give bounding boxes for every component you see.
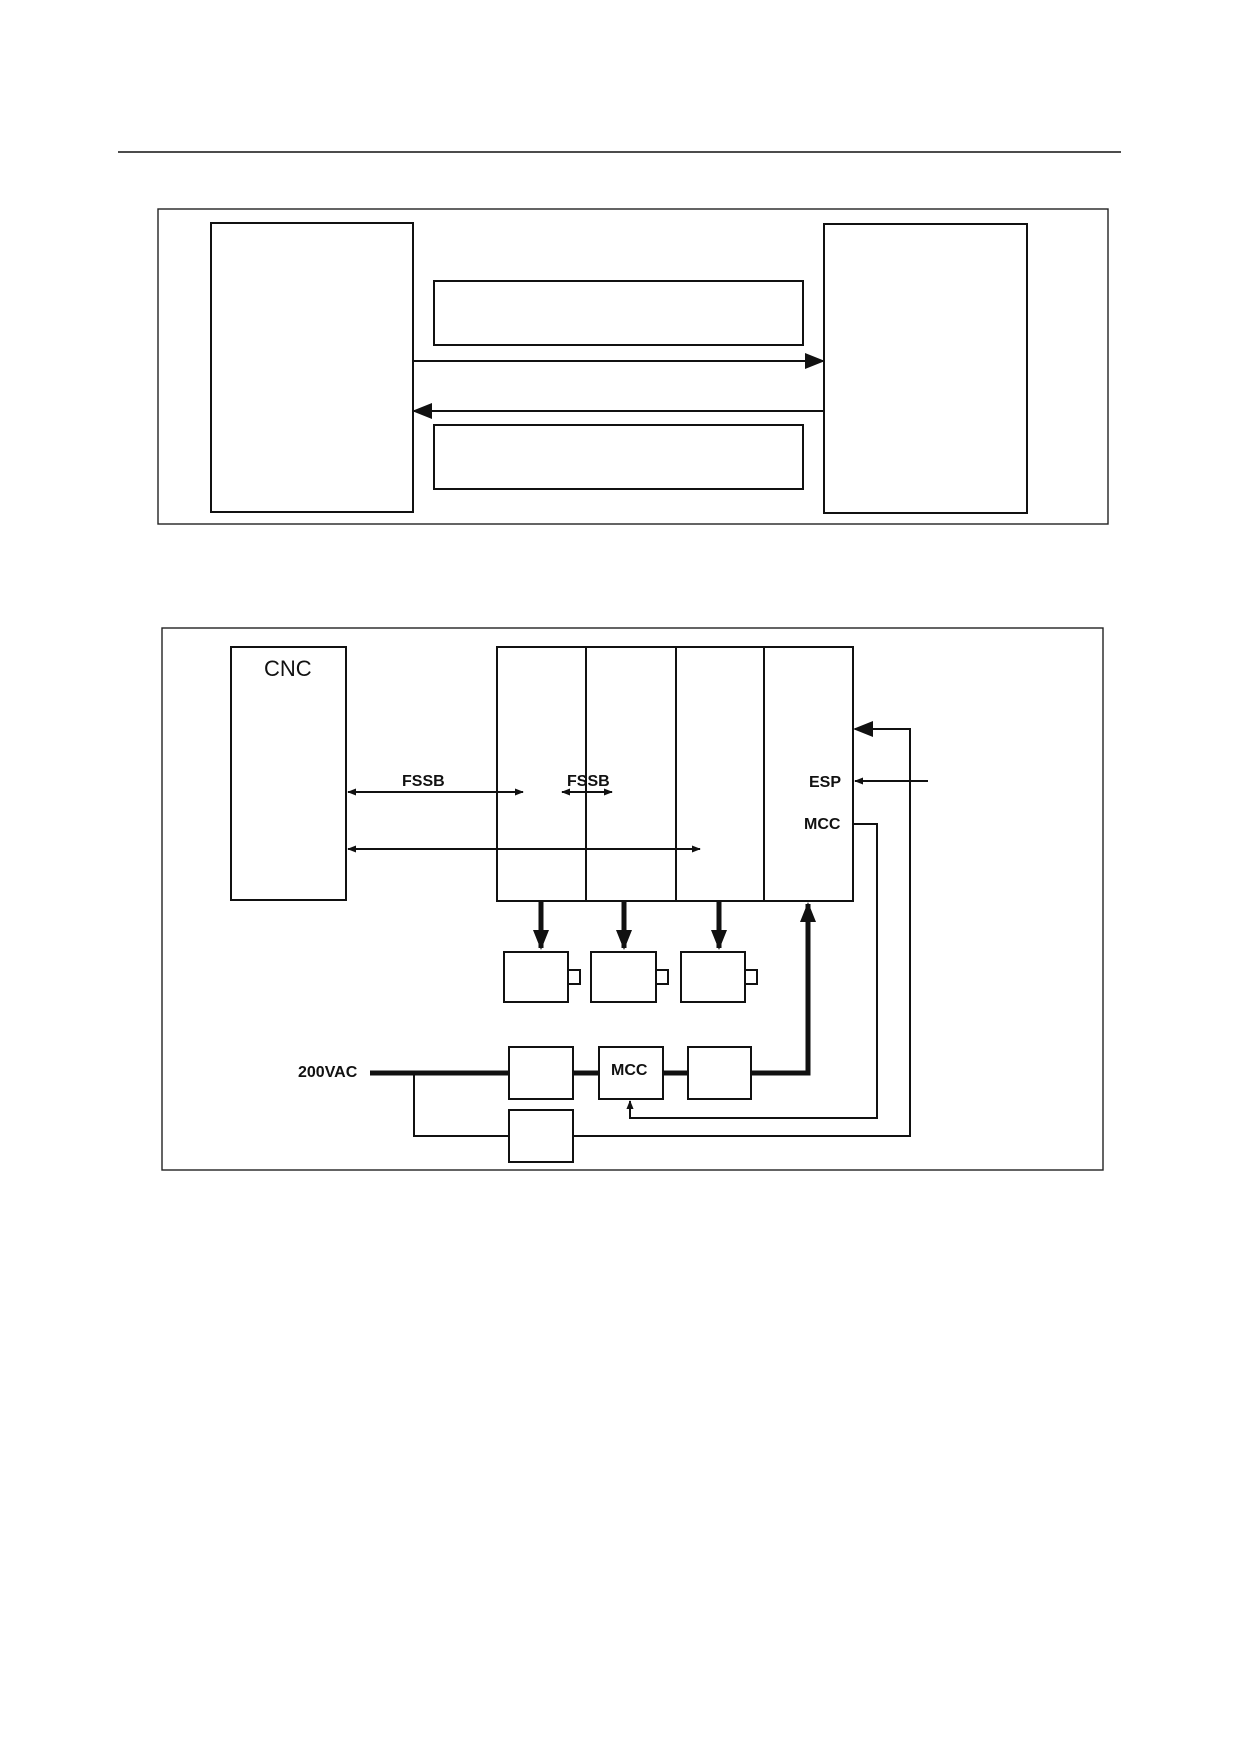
motor-2-shaft <box>655 969 669 985</box>
motor-1-shaft <box>567 969 581 985</box>
reactor-box <box>687 1046 752 1100</box>
breaker-box <box>508 1046 574 1100</box>
fssb-label-left: FSSB <box>402 773 445 790</box>
control-power-branch <box>413 1073 509 1137</box>
motor-3-shaft <box>744 969 758 985</box>
supply-label: 200VAC <box>298 1064 358 1081</box>
left-block <box>210 222 414 513</box>
mcc-signal-label: MCC <box>804 816 841 833</box>
fssb-label-mid: FSSB <box>567 773 610 790</box>
diagram-2: CNC FSSB FSSB ESP MCC 200VAC MCC <box>161 627 1104 1171</box>
upper-signal-box <box>433 280 804 346</box>
cnc-block <box>230 646 347 901</box>
motor-3 <box>680 951 746 1003</box>
mcc-box-label: MCC <box>611 1062 648 1079</box>
motor-2 <box>590 951 657 1003</box>
diagram-1 <box>157 208 1109 525</box>
control-power-line <box>573 721 911 1137</box>
motor-1 <box>503 951 569 1003</box>
cnc-label: CNC <box>264 656 312 681</box>
control-power-box <box>508 1109 574 1163</box>
lower-signal-box <box>433 424 804 490</box>
esp-label: ESP <box>809 774 841 791</box>
right-block <box>823 223 1028 514</box>
main-power-line <box>751 902 816 1076</box>
mcc-control-line <box>626 823 878 1119</box>
